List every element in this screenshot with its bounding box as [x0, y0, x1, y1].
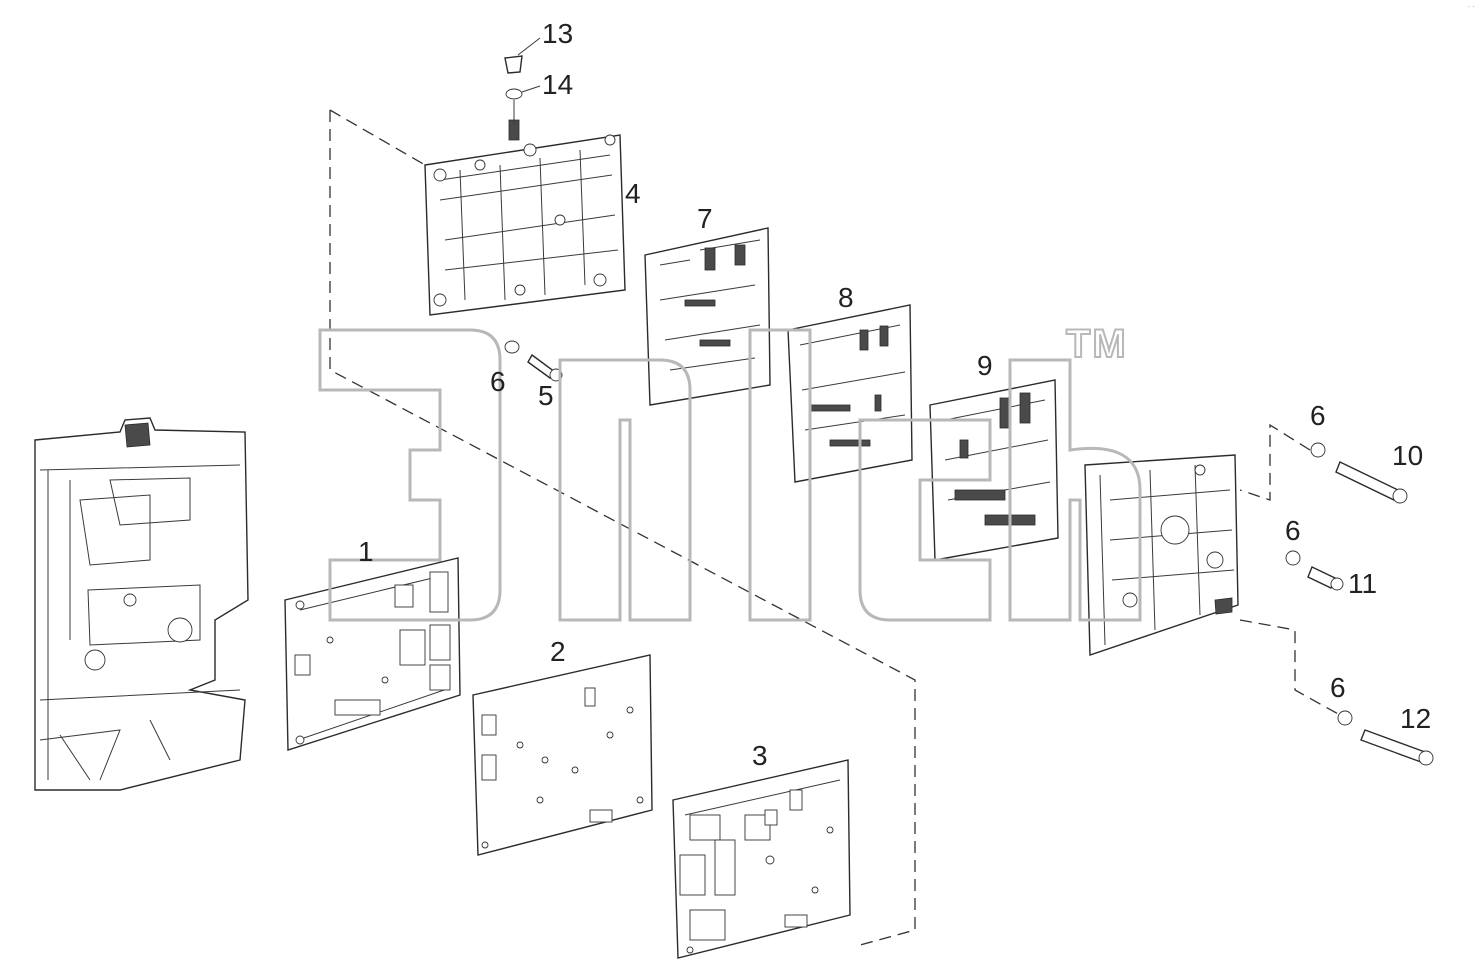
- callout-6-left: 6: [490, 366, 506, 397]
- callout-1: 1: [358, 536, 374, 567]
- callout-2: 2: [550, 636, 566, 667]
- plug-13: [504, 55, 523, 74]
- o-ring-14: [505, 88, 523, 100]
- callout-6-c: 6: [1330, 672, 1346, 703]
- callout-9: 9: [977, 350, 993, 381]
- callout-7: 7: [697, 203, 713, 234]
- plate-7: [644, 227, 771, 406]
- washer-6-a: [1310, 442, 1326, 458]
- callout-4: 4: [625, 178, 641, 209]
- callout-3: 3: [752, 740, 768, 771]
- callout-6-a: 6: [1310, 400, 1326, 431]
- valve-body-upper: [424, 119, 626, 316]
- callout-11: 11: [1348, 568, 1378, 599]
- plate-8: [787, 304, 913, 483]
- callout-5: 5: [538, 380, 554, 411]
- valve-body-lower: [1084, 454, 1239, 656]
- washer-6-b: [1285, 550, 1301, 566]
- callout-8: 8: [838, 282, 854, 313]
- watermark-logo: [318, 328, 1142, 622]
- washer-6-c: [1337, 710, 1353, 726]
- separator-plate-2: [472, 654, 653, 856]
- corner-mark: · ·: [1467, 2, 1475, 11]
- callout-14: 14: [542, 69, 574, 100]
- leader-dashed-right: [1239, 423, 1311, 501]
- callout-12: 12: [1400, 703, 1432, 734]
- washer-6-left: [504, 340, 520, 354]
- callout-10: 10: [1392, 440, 1424, 471]
- transmission-housing: [34, 417, 249, 791]
- bolt-12: [1360, 729, 1434, 766]
- callout-13: 13: [542, 18, 574, 49]
- bolt-10: [1335, 461, 1408, 504]
- alignment-line: [329, 110, 916, 946]
- trademark-mark: TM: [1065, 321, 1128, 367]
- bolt-11: [1307, 566, 1344, 591]
- gasket-3: [672, 759, 851, 959]
- callout-6-b: 6: [1285, 515, 1301, 546]
